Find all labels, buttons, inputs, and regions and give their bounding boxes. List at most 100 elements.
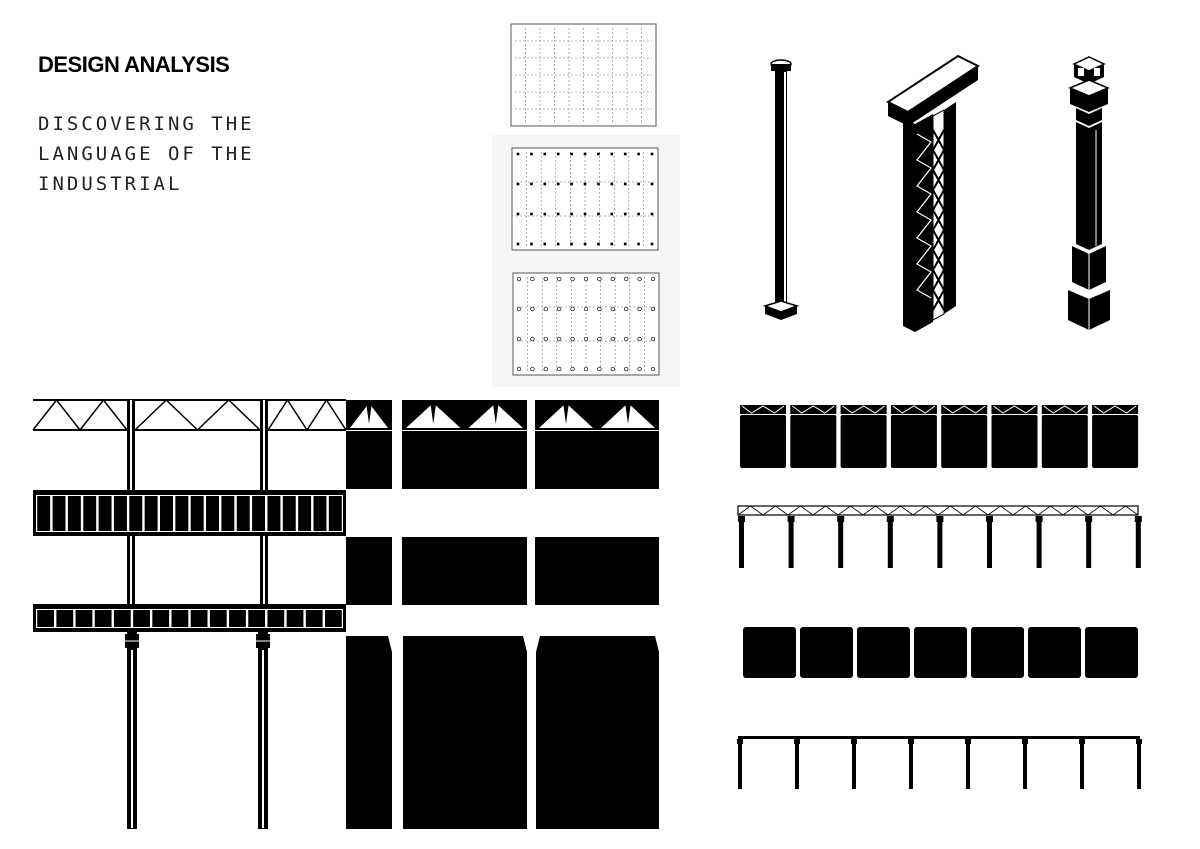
strip-truss-web	[1087, 505, 1114, 516]
window-pane	[286, 610, 304, 627]
strip-post-cap	[1079, 739, 1085, 744]
mass-panel	[402, 537, 527, 605]
column-point	[650, 366, 656, 372]
column-point	[583, 366, 589, 372]
column-point	[530, 366, 535, 372]
column-point	[583, 336, 589, 342]
floor-band-glazing	[36, 609, 343, 628]
mass-panel	[536, 636, 659, 829]
window-pane	[171, 610, 189, 627]
column-point	[650, 242, 654, 246]
strip-post	[1137, 739, 1141, 789]
strip-post-cap	[965, 739, 971, 744]
column-point	[597, 276, 602, 282]
strip-truss-cap	[1092, 405, 1139, 414]
window-pane	[94, 610, 112, 627]
truss-web	[32, 398, 128, 432]
subtitle-line-1: DISCOVERING THE	[38, 113, 255, 135]
window-pane	[325, 610, 342, 627]
strip-post-cap	[794, 739, 800, 744]
window-pane	[113, 496, 127, 531]
window-pane	[313, 496, 327, 531]
truss-member	[625, 402, 631, 424]
column-point	[516, 366, 522, 372]
strip-post-cap	[1136, 739, 1142, 744]
window-pane	[209, 610, 227, 627]
strip-post-cap	[737, 739, 743, 744]
window-pane	[52, 496, 66, 531]
column-point	[624, 306, 629, 312]
column-point	[583, 242, 587, 246]
column-point	[516, 306, 522, 312]
mass-panel	[402, 431, 527, 489]
strip-mass-block	[1085, 627, 1138, 678]
column-point	[624, 366, 629, 372]
subtitle-line-2: LANGUAGE OF THE	[38, 143, 255, 165]
column-point	[650, 212, 654, 216]
column-point	[624, 336, 629, 342]
strip-truss-cap	[890, 405, 937, 414]
strip-column	[1086, 516, 1092, 568]
strip-truss-web	[1012, 505, 1039, 516]
column-point	[637, 182, 640, 186]
strip-truss-cap	[1041, 405, 1088, 414]
column-point	[570, 366, 575, 372]
strip-truss-web	[1062, 505, 1089, 516]
elevation-strip-truss-columns	[737, 505, 1142, 568]
mass-panel	[346, 636, 392, 829]
column-point	[650, 276, 656, 282]
window-pane	[133, 610, 150, 627]
strip-column	[987, 516, 992, 568]
column-point	[650, 336, 656, 342]
strip-column	[838, 516, 844, 568]
strip-truss-web	[887, 505, 914, 516]
window-pane	[152, 610, 170, 627]
column-point	[543, 276, 548, 282]
strip-truss-cap	[790, 405, 837, 414]
column-point	[637, 366, 642, 372]
strip-mass-block	[1028, 627, 1081, 678]
window-pane	[267, 610, 285, 627]
column-point	[543, 242, 547, 246]
strip-column	[788, 516, 794, 568]
column-point	[597, 306, 602, 312]
strip-truss-cap	[941, 405, 988, 414]
column-point	[650, 152, 654, 156]
window-pane	[160, 496, 173, 531]
strip-truss-web	[962, 505, 989, 516]
strip-block	[740, 415, 786, 468]
column-point	[570, 276, 575, 282]
window-pane	[248, 610, 266, 627]
mass-panel	[535, 537, 659, 605]
column-point	[543, 182, 547, 186]
strip-truss-web	[892, 405, 936, 414]
column-point	[610, 336, 615, 342]
column-point	[556, 242, 560, 246]
strip-truss-web	[942, 405, 986, 414]
column-point	[557, 276, 562, 282]
page-subtitle: DISCOVERING THE LANGUAGE OF THE INDUSTRI…	[38, 109, 255, 199]
truss-member	[492, 402, 499, 424]
window-pane	[75, 610, 93, 627]
window-pane	[298, 496, 312, 531]
strip-post-cap	[908, 739, 914, 744]
strip-post	[738, 739, 742, 789]
window-pane	[190, 610, 208, 627]
strip-column-capital	[787, 516, 795, 522]
column-point	[610, 242, 614, 246]
strip-block	[840, 415, 887, 468]
column-point	[516, 276, 522, 282]
column-point	[543, 152, 547, 156]
strip-post	[909, 739, 913, 789]
mass-panel	[346, 431, 392, 489]
strip-column	[937, 516, 943, 568]
window-pane	[37, 496, 51, 531]
column-point	[556, 212, 560, 216]
column-point	[516, 182, 520, 186]
window-pane	[252, 496, 266, 531]
column-point	[557, 366, 562, 372]
strip-column-capital	[1085, 516, 1093, 522]
column-point	[623, 182, 627, 186]
column-point	[516, 242, 520, 246]
